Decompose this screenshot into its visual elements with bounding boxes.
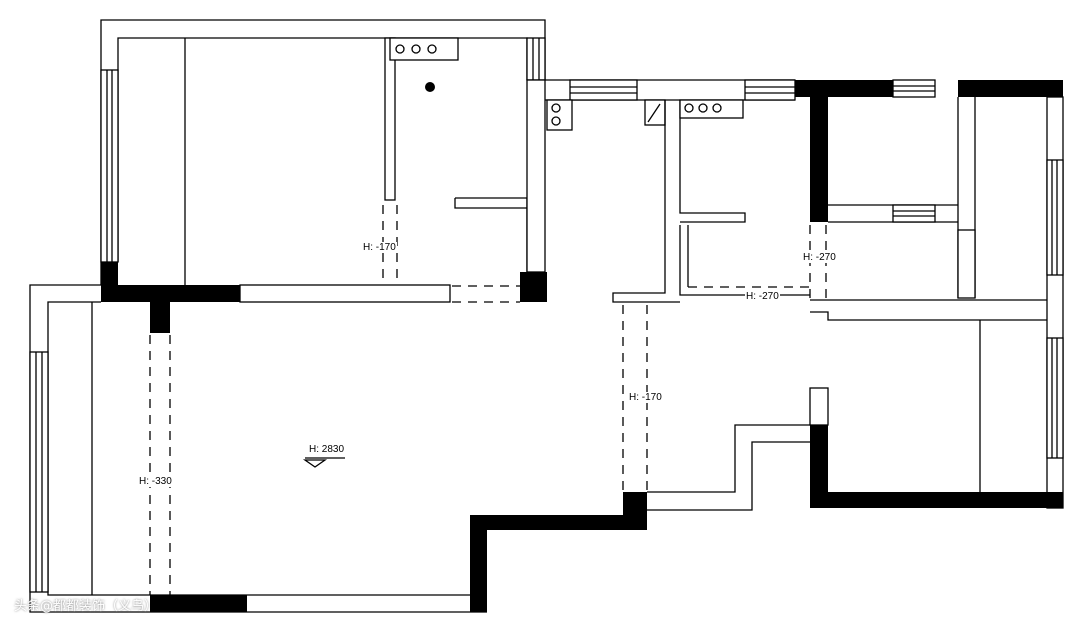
watermark: 头条@都都装饰（义乌） — [14, 599, 158, 614]
height-label-balcony: H: -330 — [138, 476, 173, 487]
window-middle — [569, 79, 638, 101]
window-living — [29, 351, 49, 593]
height-label-kitchen: H: -170 — [362, 242, 397, 253]
sink — [546, 99, 573, 131]
window-left — [100, 69, 119, 263]
window-right-top — [1046, 159, 1064, 276]
stove-counter — [389, 37, 459, 92]
bedroom-top-left — [100, 19, 546, 285]
drain-icon — [425, 82, 435, 92]
height-label-right: H: -270 — [802, 252, 837, 263]
window-top — [526, 37, 546, 81]
window-right-bottom — [1046, 337, 1064, 459]
height-label-corridor: H: -270 — [745, 291, 780, 302]
living-room — [29, 284, 647, 613]
level-marker-icon — [302, 459, 328, 468]
height-label-passage: H: -170 — [628, 392, 663, 403]
floor-level-label: H: 2830 — [309, 444, 345, 455]
